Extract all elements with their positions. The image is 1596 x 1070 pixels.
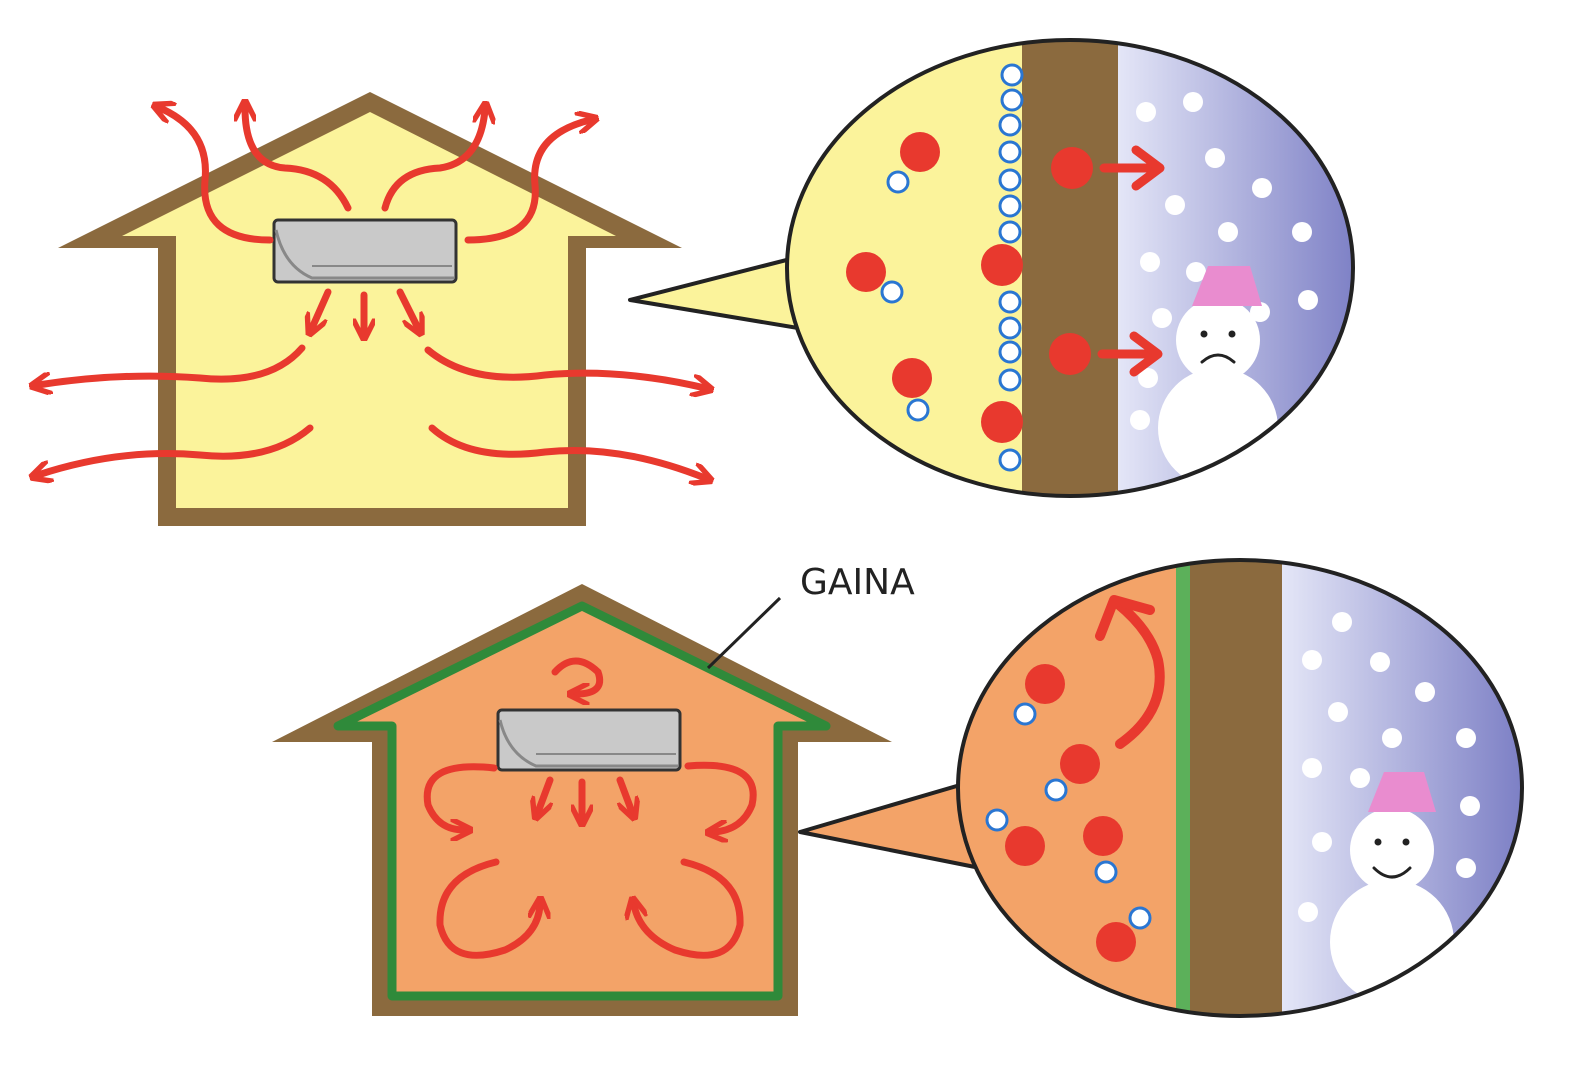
- heat-particles: [846, 132, 1093, 443]
- uninsulated-wall-closeup: [628, 38, 1355, 498]
- heat-loss-arrows: [38, 108, 705, 478]
- gaina-pointer-line: [706, 596, 782, 670]
- house-interior: [122, 112, 616, 508]
- snowflakes: [1298, 612, 1480, 922]
- heat-reflect-arrow: [1095, 595, 1165, 749]
- bubble-outline: [956, 558, 1524, 1018]
- gaina-insulated-house: GAINA: [272, 562, 915, 1016]
- gaina-coating-layer: [333, 601, 831, 1001]
- air-conditioner-icon: [272, 218, 458, 284]
- bubble-outline: [785, 38, 1355, 498]
- air-conditioner-icon: [496, 708, 682, 772]
- gaina-label-text: GAINA: [800, 562, 915, 603]
- moisture-particles: [985, 702, 1152, 930]
- gaina-wall-closeup: [798, 558, 1524, 1018]
- uninsulated-house: [38, 92, 705, 526]
- heat-circulation-arrows: [423, 657, 757, 959]
- heat-escape-arrows: [1097, 145, 1165, 377]
- moisture-particles: [880, 63, 1024, 472]
- bubble-tail: [628, 253, 812, 332]
- snowflakes: [1130, 92, 1318, 430]
- gaina-label: GAINA: [706, 562, 915, 670]
- heat-particles: [1005, 664, 1136, 962]
